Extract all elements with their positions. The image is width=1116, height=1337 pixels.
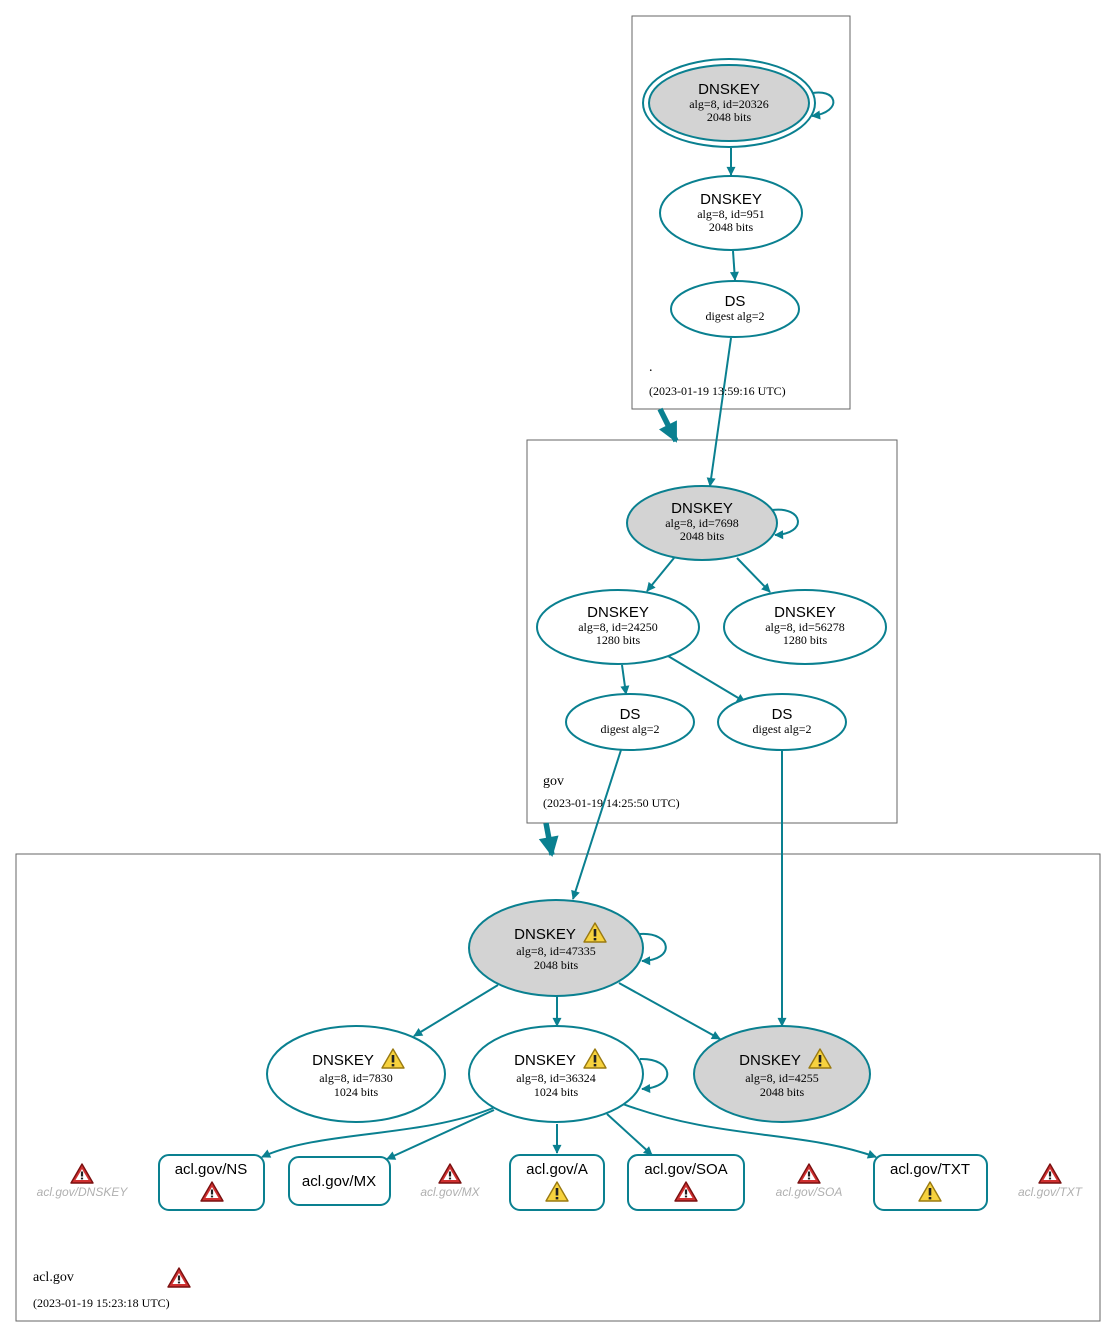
node-line1: alg=8, id=36324 <box>516 1071 596 1085</box>
rrset-label: acl.gov/MX <box>302 1173 376 1190</box>
node-title: DNSKEY <box>739 1052 801 1069</box>
edge-root-ds-gov-ksk <box>706 337 732 487</box>
node-line1: digest alg=2 <box>752 722 811 736</box>
zone-acl-name: acl.gov <box>33 1270 74 1285</box>
node-line2: 2048 bits <box>709 220 754 234</box>
node-title: DNSKEY <box>312 1052 374 1069</box>
node-title: DNSKEY <box>514 926 576 943</box>
ghost-rrset-label: acl.gov/DNSKEY <box>37 1185 129 1199</box>
edge-root-zsk-ds <box>729 250 739 281</box>
edge-acl-k36324-ns <box>261 1107 494 1158</box>
ghost-rrset-mx[interactable]: acl.gov/MX <box>420 1163 481 1199</box>
error-icon <box>797 1163 821 1184</box>
node-line1: digest alg=2 <box>600 722 659 736</box>
zone-root-timestamp: (2023-01-19 13:59:16 UTC) <box>649 384 786 398</box>
zone-root-box <box>631 15 851 410</box>
edge-acl-ksk-self <box>639 932 667 966</box>
node-line2: 1024 bits <box>534 1085 579 1099</box>
edge-gov-zsk1-ds1 <box>620 664 630 695</box>
node-line2: 2048 bits <box>707 110 752 124</box>
node-acl-ksk[interactable]: DNSKEY alg=8, id=47335 2048 bits <box>468 899 644 997</box>
node-acl-k7830[interactable]: DNSKEY alg=8, id=7830 1024 bits <box>266 1025 446 1123</box>
node-title: DNSKEY <box>698 81 760 98</box>
edge-acl-k36324-soa <box>606 1113 653 1156</box>
node-gov-zsk1[interactable]: DNSKEY alg=8, id=24250 1280 bits <box>536 589 700 665</box>
node-line1: alg=8, id=47335 <box>516 944 596 958</box>
ghost-rrset-label: acl.gov/TXT <box>1018 1185 1084 1199</box>
node-root-zsk[interactable]: DNSKEY alg=8, id=951 2048 bits <box>659 175 803 251</box>
node-root-ksk[interactable]: DNSKEY alg=8, id=20326 2048 bits <box>642 58 816 148</box>
node-root-ds[interactable]: DS digest alg=2 <box>670 280 800 338</box>
node-title: DNSKEY <box>671 500 733 517</box>
zone-gov-timestamp: (2023-01-19 14:25:50 UTC) <box>543 796 680 810</box>
edge-gov-ksk-zsk2 <box>736 557 771 593</box>
node-line1: digest alg=2 <box>705 309 764 323</box>
ghost-rrset-label: acl.gov/MX <box>420 1185 480 1199</box>
zone-gov-name: gov <box>543 774 564 789</box>
zone-gov-box <box>526 439 898 824</box>
ghost-rrset-label: acl.gov/SOA <box>776 1185 843 1199</box>
edge-acl-ksk-k7830 <box>413 984 499 1037</box>
error-icon <box>438 1163 462 1184</box>
node-title: DNSKEY <box>774 604 836 621</box>
node-title: DNSKEY <box>700 191 762 208</box>
rrset-txt[interactable]: acl.gov/TXT <box>873 1154 988 1211</box>
delegation-root-gov <box>657 407 679 443</box>
node-title: DS <box>772 706 793 723</box>
node-line2: 1024 bits <box>334 1085 379 1099</box>
node-title: DNSKEY <box>514 1052 576 1069</box>
edge-gov-ds1-acl-ksk <box>571 749 622 900</box>
node-line2: 2048 bits <box>760 1085 805 1099</box>
node-line2: 2048 bits <box>534 958 579 972</box>
rrset-label: acl.gov/A <box>526 1161 588 1178</box>
edge-acl-k36324-self <box>639 1057 669 1094</box>
node-gov-ds1[interactable]: DS digest alg=2 <box>565 693 695 751</box>
node-acl-k36324[interactable]: DNSKEY alg=8, id=36324 1024 bits <box>468 1025 644 1123</box>
node-line2: 2048 bits <box>680 529 725 543</box>
edge-root-ksk-self <box>807 91 835 120</box>
rrset-label: acl.gov/NS <box>175 1161 248 1178</box>
rrset-label: acl.gov/SOA <box>644 1161 727 1178</box>
edge-gov-ksk-self <box>771 508 799 540</box>
ghost-rrset-soa[interactable]: acl.gov/SOA <box>776 1163 843 1199</box>
node-gov-zsk2[interactable]: DNSKEY alg=8, id=56278 1280 bits <box>723 589 887 665</box>
node-line2: 1280 bits <box>783 633 828 647</box>
node-line1: alg=8, id=951 <box>697 207 765 221</box>
ghost-rrset-dnskey[interactable]: acl.gov/DNSKEY <box>37 1163 129 1199</box>
error-icon <box>70 1163 94 1184</box>
node-line1: alg=8, id=24250 <box>578 620 658 634</box>
node-line1: alg=8, id=20326 <box>689 97 769 111</box>
edge-acl-ksk-k4255 <box>618 982 721 1040</box>
edge-acl-k36324-txt <box>622 1103 877 1159</box>
node-line1: alg=8, id=4255 <box>745 1071 819 1085</box>
node-gov-ds2[interactable]: DS digest alg=2 <box>717 693 847 751</box>
node-gov-ksk[interactable]: DNSKEY alg=8, id=7698 2048 bits <box>626 485 778 561</box>
rrset-a[interactable]: acl.gov/A <box>509 1154 605 1211</box>
node-title: DS <box>620 706 641 723</box>
zone-acl-timestamp: (2023-01-19 15:23:18 UTC) <box>33 1296 170 1310</box>
node-acl-k4255[interactable]: DNSKEY alg=8, id=4255 2048 bits <box>693 1025 871 1123</box>
node-line1: alg=8, id=56278 <box>765 620 845 634</box>
error-icon <box>167 1267 191 1288</box>
ghost-rrset-txt[interactable]: acl.gov/TXT <box>1018 1163 1084 1199</box>
rrset-soa[interactable]: acl.gov/SOA <box>627 1154 745 1211</box>
edge-gov-zsk1-ds2 <box>667 655 746 703</box>
node-title: DNSKEY <box>587 604 649 621</box>
node-line1: alg=8, id=7830 <box>319 1071 393 1085</box>
rrset-mx[interactable]: acl.gov/MX <box>288 1156 391 1206</box>
node-line2: 1280 bits <box>596 633 641 647</box>
node-title: DS <box>725 293 746 310</box>
rrset-label: acl.gov/TXT <box>890 1161 970 1178</box>
edge-acl-k36324-mx <box>386 1109 495 1160</box>
node-line1: alg=8, id=7698 <box>665 516 739 530</box>
rrset-ns[interactable]: acl.gov/NS <box>158 1154 265 1211</box>
edge-gov-ksk-zsk1 <box>646 557 675 592</box>
zone-root-name: . <box>649 360 653 375</box>
error-icon <box>1038 1163 1062 1184</box>
delegation-gov-acl <box>538 822 559 857</box>
